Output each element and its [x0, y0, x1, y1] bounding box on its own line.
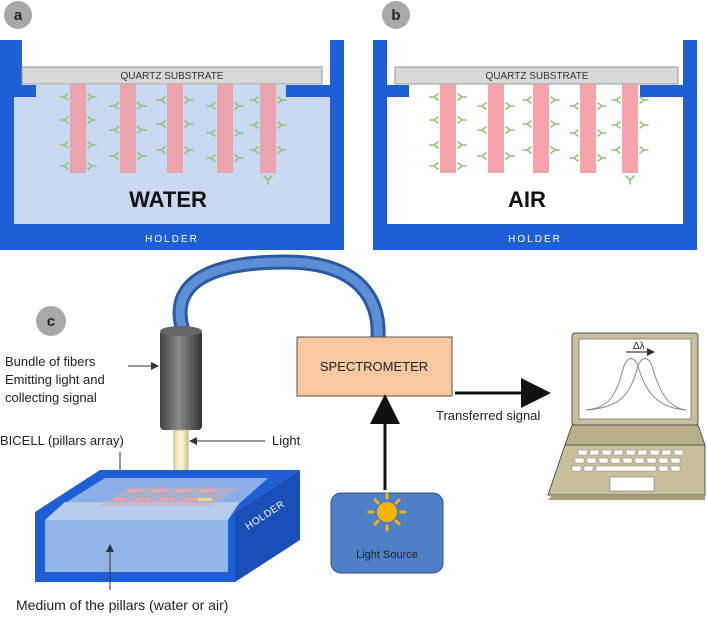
sun-icon [367, 492, 407, 532]
panel-a: a QUARTZ SUBSTRATE [0, 1, 344, 250]
holder-label-b: HOLDER [508, 234, 562, 245]
badge-a [4, 1, 32, 29]
spectrometer-label: SPECTROMETER [320, 359, 428, 374]
laptop-icon: Δλ [547, 332, 706, 500]
pillar-array-b [440, 84, 638, 173]
holder-3d: HOLDER [35, 470, 300, 582]
spectrometer-box [296, 336, 453, 397]
medium-label-c: Medium of the pillars (water or air) [16, 597, 228, 613]
panel-c: c Bundle of fibers Emitting light and co… [0, 254, 706, 613]
light-label: Light [272, 433, 301, 448]
badge-a-label: a [14, 7, 23, 24]
badge-b [382, 1, 410, 29]
holder-base-b [373, 224, 697, 250]
holder-left-wall-a [0, 40, 14, 250]
quartz-substrate-label-b: QUARTZ SUBSTRATE [486, 71, 589, 82]
pillar-array-a [70, 84, 276, 173]
bicell-label: BICELL (pillars array) [0, 433, 124, 448]
medium-label-water: WATER [129, 187, 207, 212]
laptop-keyboard [571, 449, 684, 472]
badge-b-label: b [391, 7, 400, 24]
laptop-trackpad [609, 476, 655, 492]
holder-left-wall-b [373, 40, 387, 250]
pillar-tops [113, 489, 214, 501]
panel-b: b QUARTZ SUBSTRATE [373, 1, 697, 250]
quartz-substrate-label-a: QUARTZ SUBSTRATE [121, 71, 224, 82]
holder-base-a [0, 224, 344, 250]
holder-right-wall-a [330, 40, 344, 250]
fiber-label-line1: Bundle of fibers [5, 354, 96, 369]
fiber-label-line3: collecting signal [5, 390, 97, 405]
shift-label: Δλ [633, 341, 645, 352]
fiber-probe-icon [160, 326, 202, 491]
holder-label-a: HOLDER [145, 234, 199, 245]
badge-c-label: c [47, 313, 55, 330]
transferred-signal-label: Transferred signal [436, 408, 540, 423]
fiber-label-line2: Emitting light and [5, 372, 105, 387]
medium-label-air: AIR [508, 187, 546, 212]
badge-c [36, 306, 66, 336]
light-source-label: Light Source [356, 549, 418, 561]
holder-right-wall-b [683, 40, 697, 250]
